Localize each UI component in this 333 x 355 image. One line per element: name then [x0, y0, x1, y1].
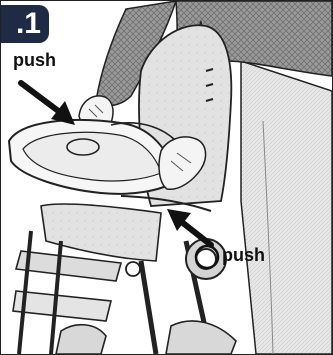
push-label-top: push	[13, 51, 56, 69]
person-legs	[241, 61, 332, 354]
push-label-bottom: push	[222, 246, 265, 264]
arrow-icon	[167, 209, 211, 245]
step-badge: .1	[0, 5, 49, 43]
chair-frame	[13, 204, 236, 354]
arrow-icon	[21, 83, 75, 125]
